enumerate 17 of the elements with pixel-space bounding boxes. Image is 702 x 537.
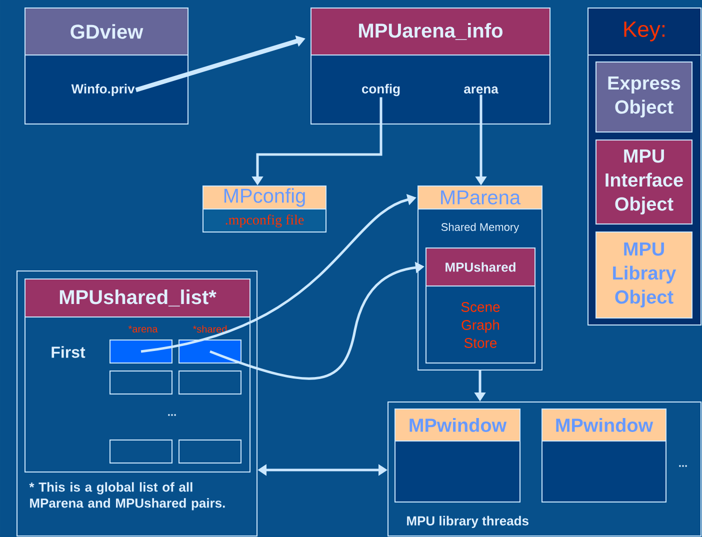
object-box: MPconfig .mpconfig file: [202, 186, 326, 232]
field-label: arena: [464, 86, 498, 94]
key-box: MPU Interface Object: [596, 140, 692, 224]
key-box: MPU Library Object: [596, 232, 692, 318]
field-label: config: [362, 84, 400, 96]
list-cell: [110, 440, 172, 464]
list-cell: [178, 340, 242, 364]
ellipsis: ...: [679, 465, 687, 467]
field-label: Winfo.priv: [71, 84, 135, 96]
list-cell: [110, 370, 172, 394]
object-box: MPwindow: [394, 408, 520, 502]
list-cell: [110, 340, 172, 364]
list-cell: [178, 370, 242, 394]
list-cell: [178, 440, 242, 464]
object-box: MPUshared Scene Graph Store: [426, 248, 536, 364]
object-box: MPwindow: [542, 408, 666, 502]
key-box: Express Object: [596, 62, 692, 132]
